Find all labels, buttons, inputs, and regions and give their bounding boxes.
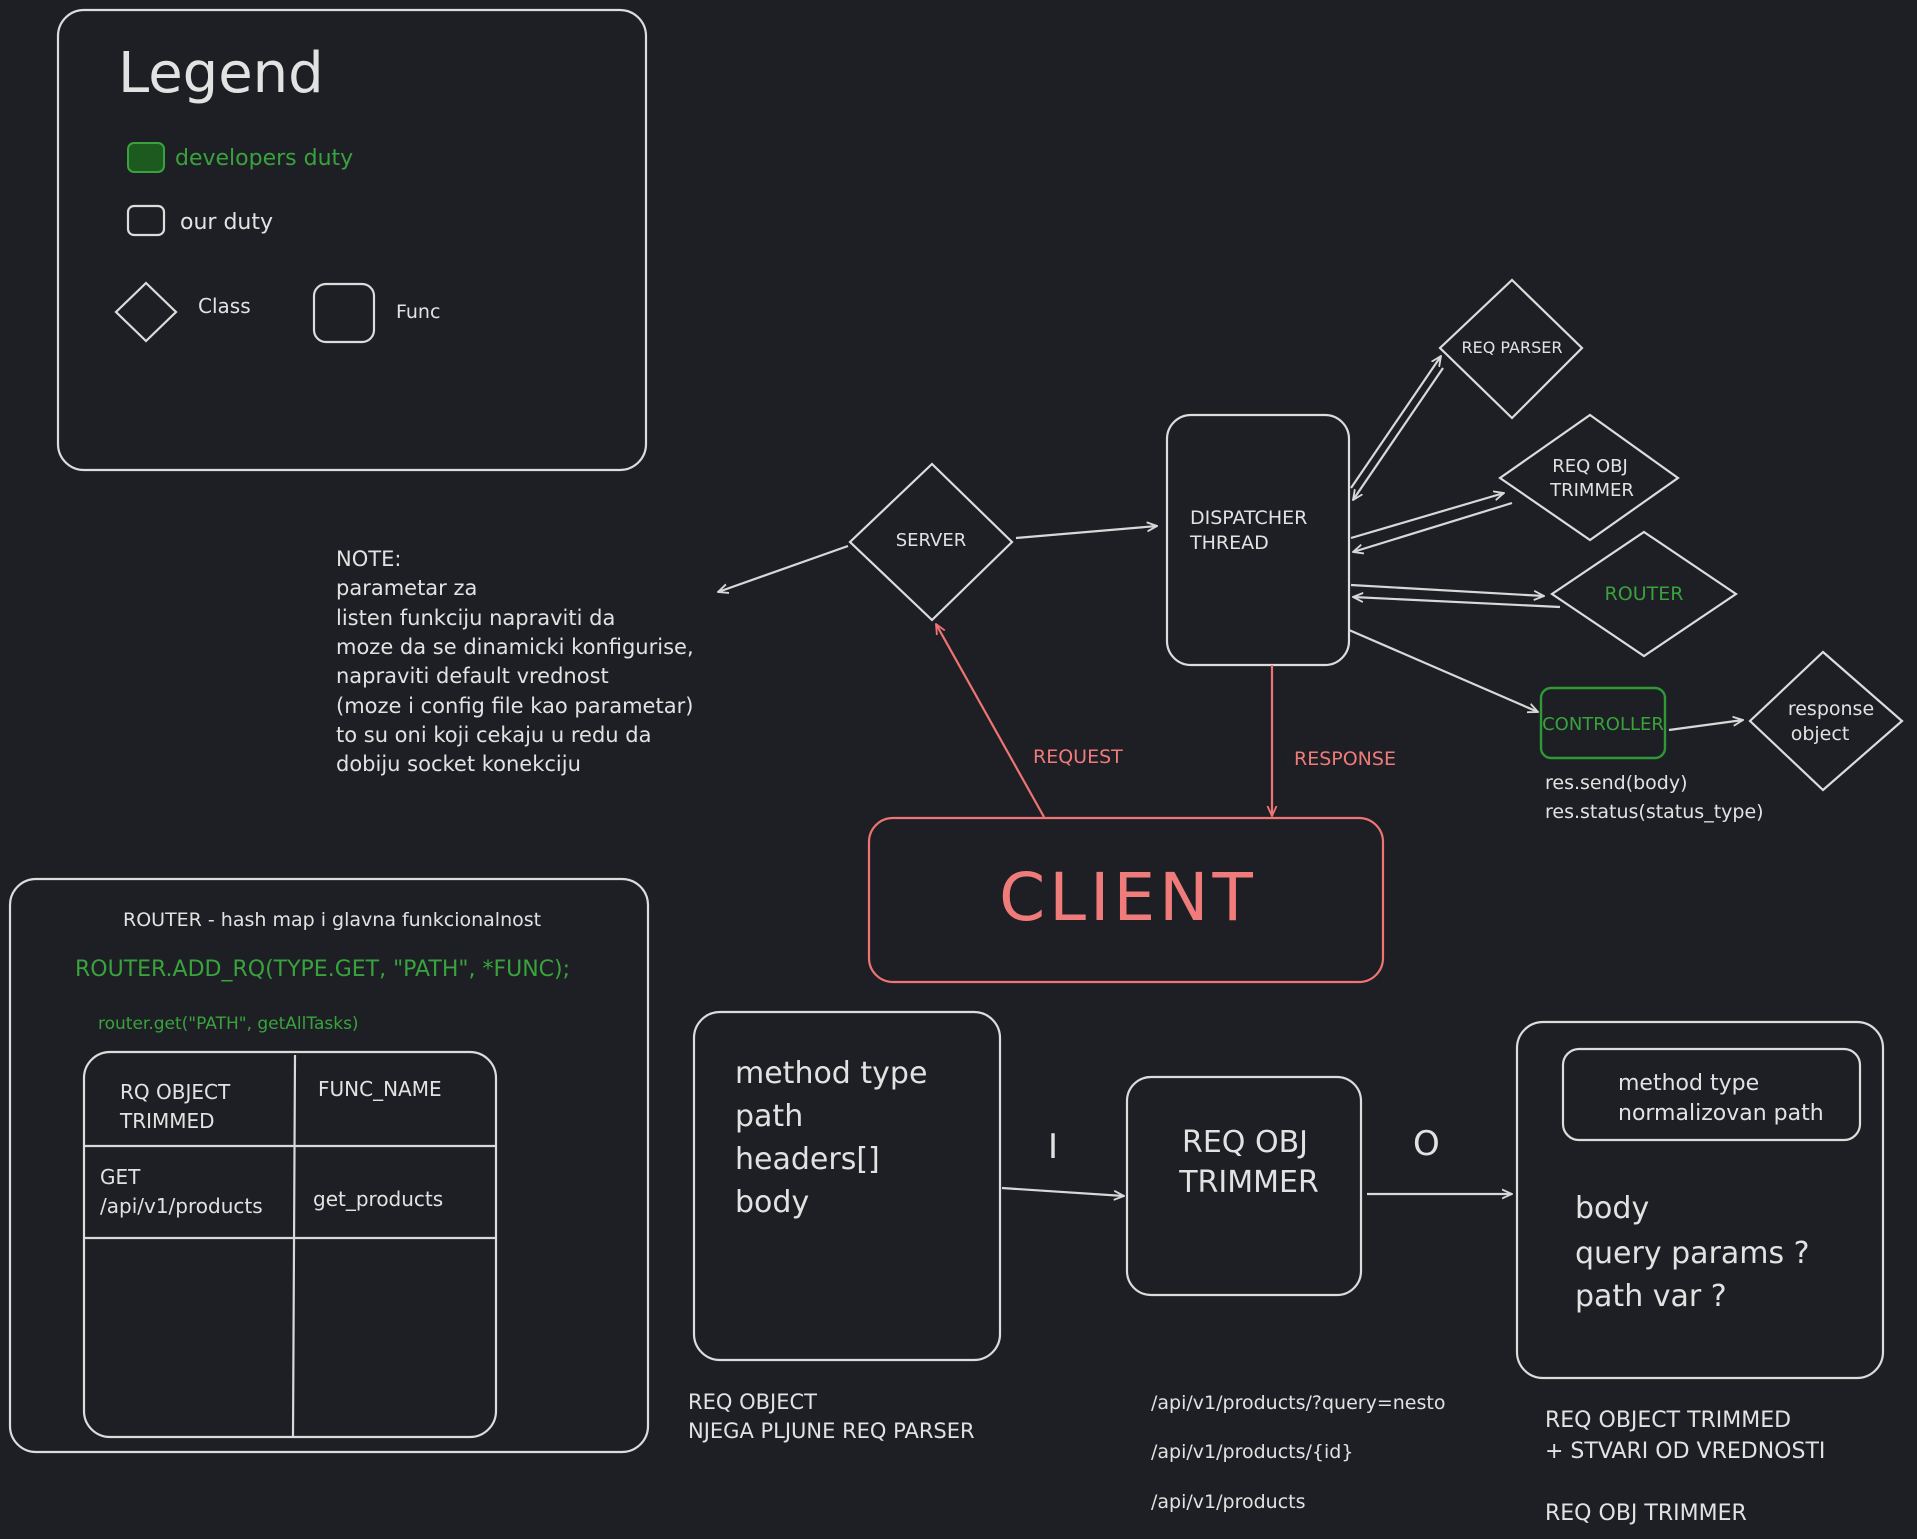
trimmer-to-dispatcher-arrow <box>1353 501 1513 552</box>
legend-item-class: Class <box>198 294 251 318</box>
input-label: I <box>1048 1127 1058 1167</box>
controller-method-send: res.send(body) <box>1545 772 1688 794</box>
router-table-header-rq-object: RQ OBJECT <box>120 1080 231 1104</box>
server-node <box>848 462 1014 622</box>
response-label: RESPONSE <box>1294 748 1396 770</box>
note-block: NOTE: parametar za listen funkciju napra… <box>336 547 694 776</box>
legend-item-func: Func <box>396 301 440 323</box>
router-code-get: router.get("PATH", getAllTasks) <box>98 1014 359 1034</box>
server-to-dispatcher-arrow <box>1015 526 1157 540</box>
note-line: moze da se dinamicki konfigurise, <box>336 635 694 659</box>
controller-method-status: res.status(status_type) <box>1545 801 1764 823</box>
router-table-column-divider <box>291 1054 297 1437</box>
note-line: parametar za <box>336 576 477 600</box>
router-table-cell-method: GET <box>100 1165 141 1189</box>
controller-label: CONTROLLER <box>1542 714 1664 735</box>
router-table-header-trimmed: TRIMMED <box>119 1109 215 1133</box>
dispatcher-to-req-parser-arrow <box>1350 356 1441 489</box>
trimmed-field: path var ? <box>1575 1279 1727 1314</box>
path-example: /api/v1/products <box>1151 1491 1306 1513</box>
trimmed-caption-line1: REQ OBJECT TRIMMED <box>1545 1408 1791 1433</box>
controller-to-response-arrow <box>1668 720 1743 732</box>
trimmed-inner-method: method type <box>1618 1071 1759 1096</box>
dispatcher-to-trimmer-arrow <box>1350 493 1504 540</box>
req-object-field: headers[] <box>735 1142 880 1177</box>
trimmed-field: body <box>1575 1191 1649 1226</box>
trimmed-inner-path: normalizovan path <box>1618 1101 1824 1126</box>
trimmer-box-line1: REQ OBJ <box>1182 1125 1308 1160</box>
req-object-to-trimmer-arrow <box>1001 1186 1124 1196</box>
note-line: listen funkciju napraviti da <box>336 606 615 630</box>
legend-item-developers-duty: developers duty <box>175 146 353 171</box>
req-parser-node <box>1438 278 1584 420</box>
legend-green-swatch <box>127 142 165 173</box>
legend-class-diamond <box>114 281 178 343</box>
router-code-add-rq: ROUTER.ADD_RQ(TYPE.GET, "PATH", *FUNC); <box>75 957 570 982</box>
dispatcher-to-controller-arrow <box>1348 628 1538 712</box>
trimmed-caption-line2: + STVARI OD VREDNOSTI <box>1545 1439 1825 1464</box>
req-object-field: method type <box>735 1056 927 1091</box>
legend-white-swatch <box>126 204 166 237</box>
path-example: /api/v1/products/{id} <box>1151 1441 1353 1463</box>
req-object-trimmed-box <box>1515 1020 1885 1380</box>
trimmed-field: query params ? <box>1575 1236 1810 1271</box>
router-panel-title: ROUTER - hash map i glavna funkcionalnos… <box>123 909 541 931</box>
note-line: (moze i config file kao parametar) <box>336 694 693 718</box>
dispatcher-label-line1: DISPATCHER <box>1190 507 1307 529</box>
output-label: O <box>1413 1124 1440 1164</box>
legend-panel: Legend developers duty our duty Class Fu… <box>56 8 648 472</box>
dispatcher-label-line2: THREAD <box>1189 532 1269 554</box>
legend-func-square <box>312 282 376 344</box>
router-label: ROUTER <box>1605 583 1684 605</box>
response-object-line2: object <box>1791 723 1850 745</box>
note-line: to su oni koji cekaju u redu da <box>336 723 652 747</box>
router-node <box>1550 530 1738 658</box>
response-object-node <box>1748 650 1904 792</box>
legend-frame <box>56 8 648 472</box>
router-table-header-func-name: FUNC_NAME <box>318 1077 442 1101</box>
req-object-caption-line2: NJEGA PLJUNE REQ PARSER <box>688 1419 975 1443</box>
server-to-note-arrow <box>718 544 849 592</box>
req-object-field: path <box>735 1099 803 1134</box>
req-object-field: body <box>735 1185 809 1220</box>
router-panel-frame <box>8 877 650 1454</box>
trimmer-label-line2: TRIMMER <box>1549 480 1634 501</box>
path-example: /api/v1/products/?query=nesto <box>1151 1392 1445 1414</box>
router-table-cell-func: get_products <box>313 1187 443 1211</box>
server-label: SERVER <box>896 530 967 551</box>
legend-title: Legend <box>118 41 324 106</box>
req-obj-trimmer-node <box>1498 413 1680 542</box>
req-object-caption-line1: REQ OBJECT <box>688 1390 817 1414</box>
note-line: napraviti default vrednost <box>336 664 609 688</box>
req-obj-trimmer-box <box>1125 1075 1363 1297</box>
router-table-cell-path: /api/v1/products <box>100 1194 263 1218</box>
dispatcher-to-router-arrow <box>1350 583 1544 596</box>
router-panel: ROUTER - hash map i glavna funkcionalnos… <box>8 877 650 1454</box>
note-line: dobiju socket konekciju <box>336 752 581 776</box>
router-table <box>82 1050 498 1439</box>
req-parser-to-dispatcher-arrow <box>1353 367 1444 500</box>
request-arrow <box>936 624 1045 818</box>
req-parser-label: REQ PARSER <box>1462 338 1563 357</box>
client-label: CLIENT <box>999 859 1257 936</box>
dispatcher-thread-node <box>1165 413 1351 667</box>
trimmer-label-line1: REQ OBJ <box>1552 456 1628 477</box>
req-object-box <box>692 1010 1002 1362</box>
client-node <box>867 816 1385 984</box>
controller-node <box>1539 686 1667 760</box>
response-object-line1: response <box>1788 698 1874 720</box>
router-to-dispatcher-arrow <box>1353 597 1561 609</box>
note-line: NOTE: <box>336 547 401 571</box>
trimmer-box-line2: TRIMMER <box>1178 1165 1319 1200</box>
legend-item-our-duty: our duty <box>180 210 273 235</box>
trimmed-caption-line4: REQ OBJ TRIMMER <box>1545 1501 1747 1526</box>
request-label: REQUEST <box>1033 746 1123 768</box>
trimmed-inner-box <box>1561 1047 1862 1142</box>
